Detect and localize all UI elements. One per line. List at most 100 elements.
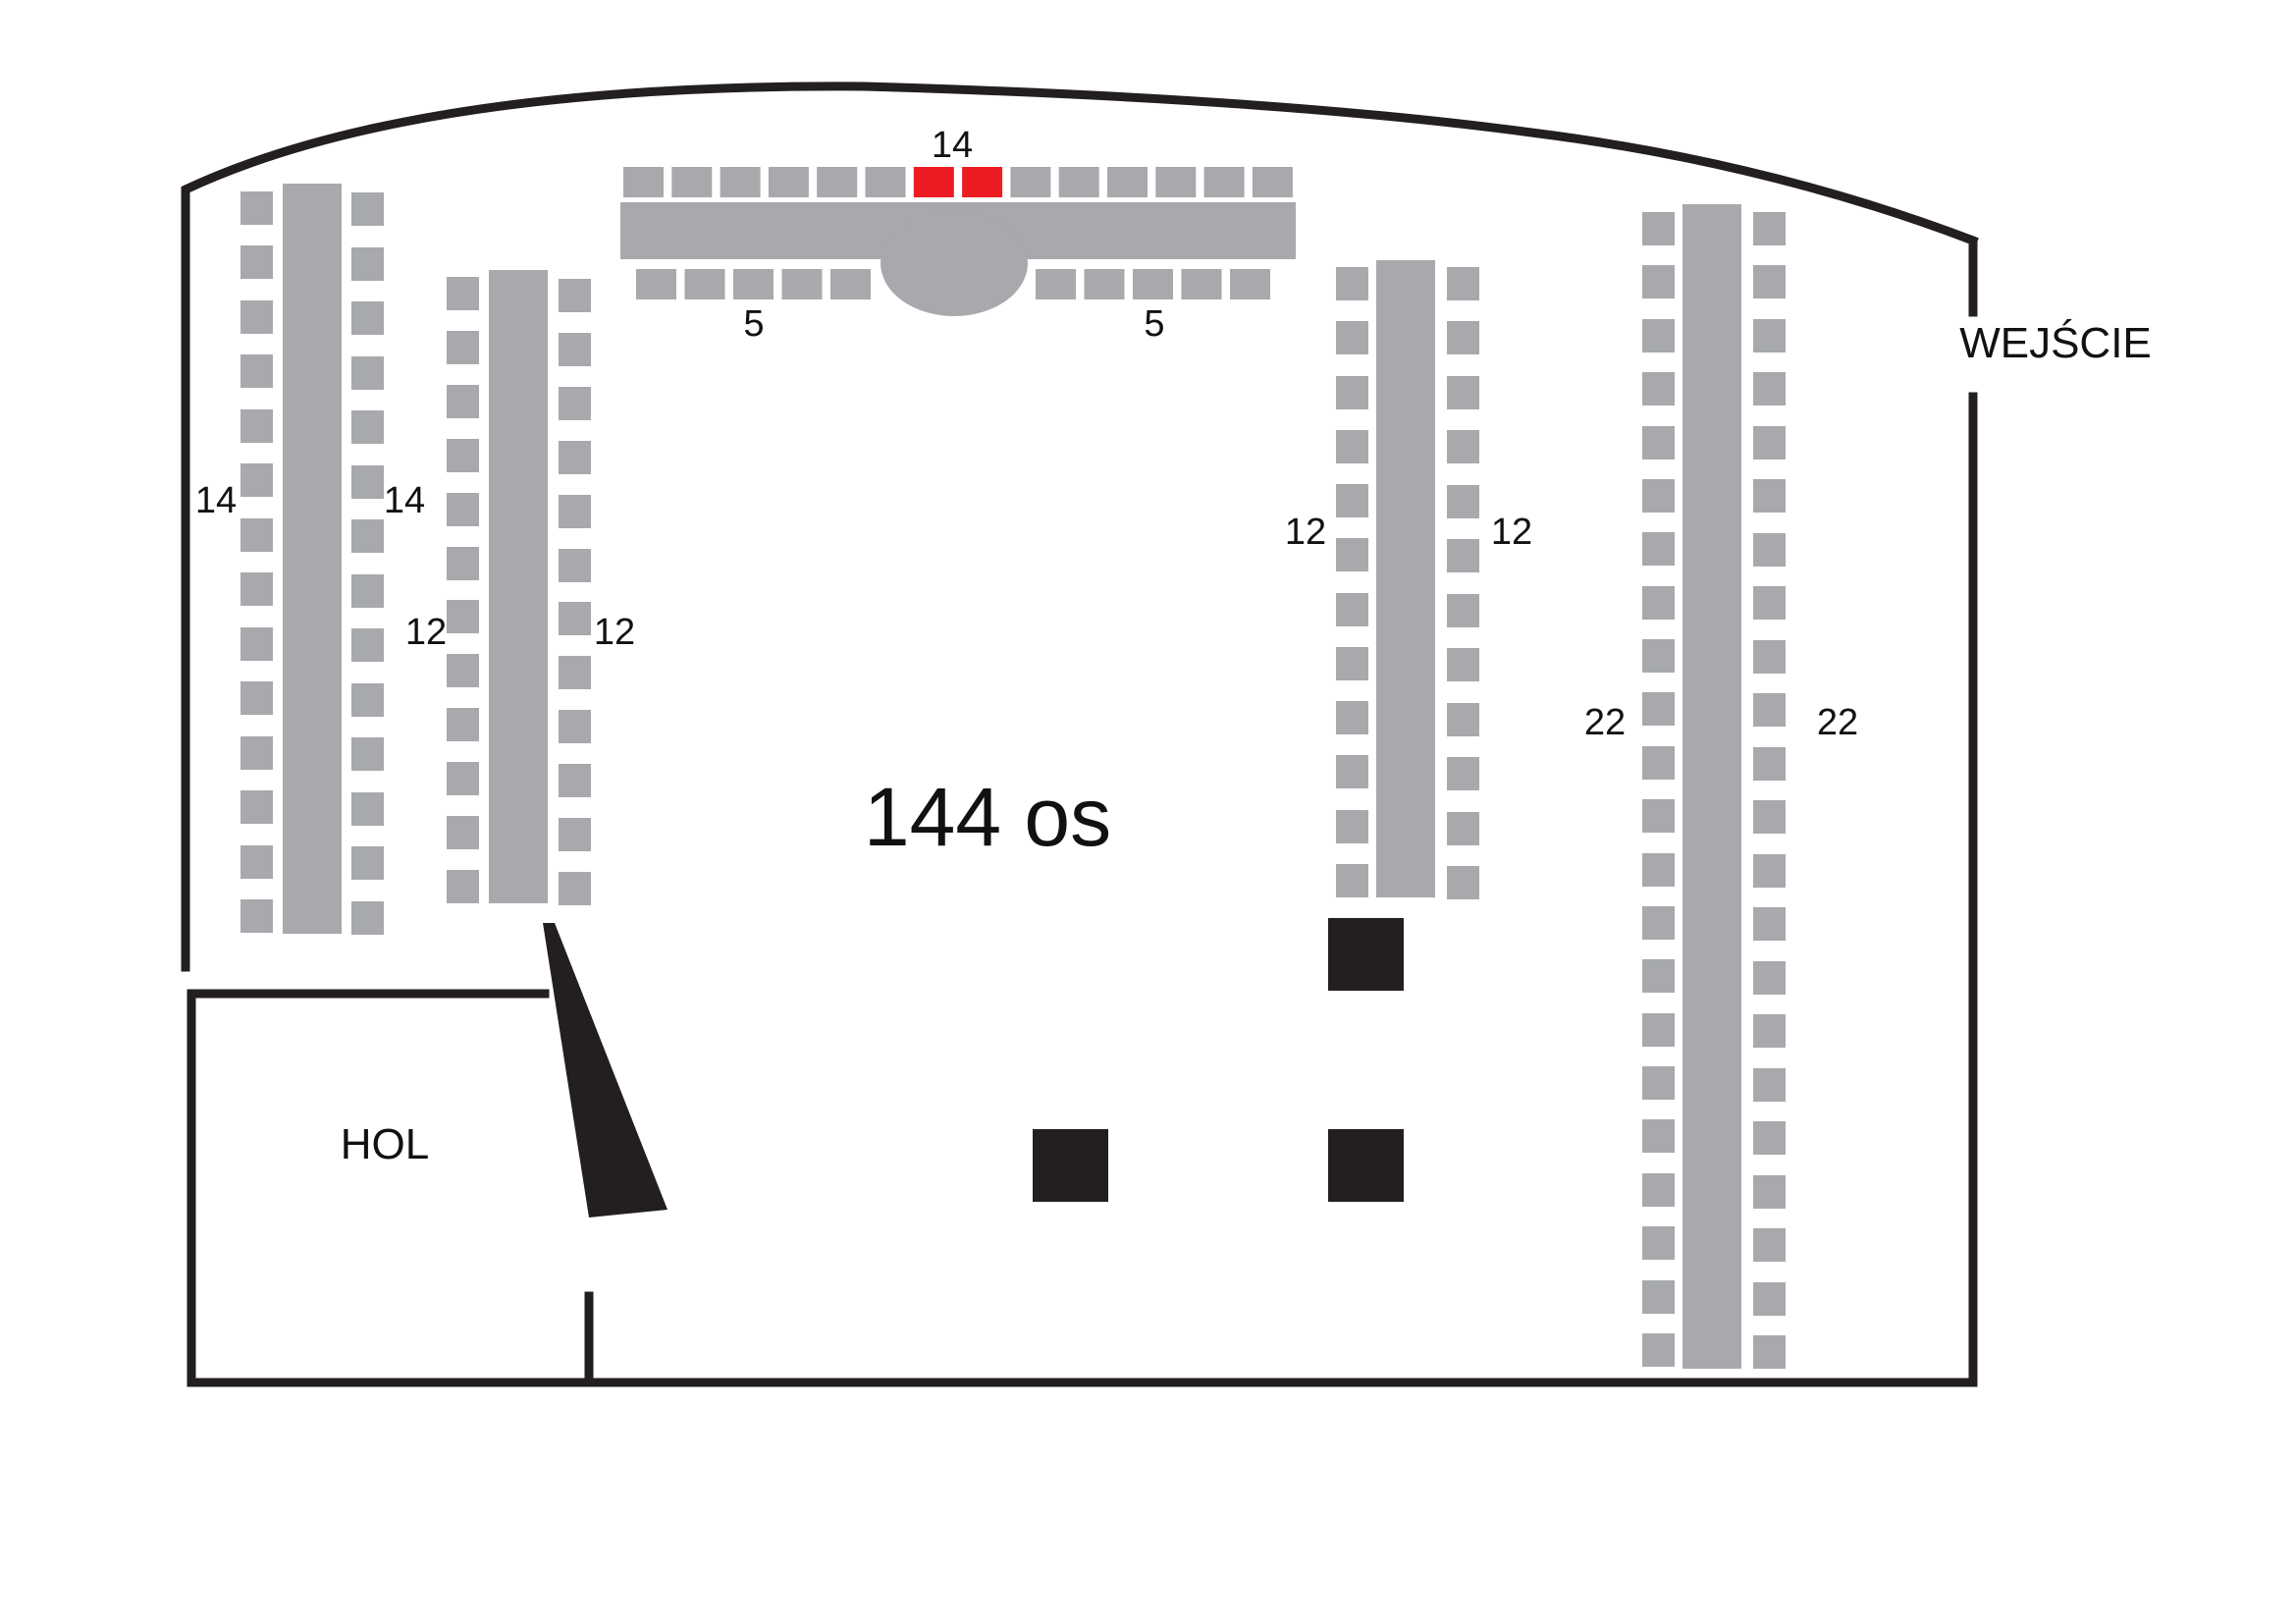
table-4-chair — [1642, 799, 1675, 833]
table-1-chair — [351, 846, 384, 880]
table-1-chair — [240, 627, 273, 661]
table-3-chair — [1336, 755, 1368, 788]
head-table-chair — [1107, 167, 1148, 197]
table-2-chair — [447, 654, 479, 687]
table-1-chair — [351, 683, 384, 717]
table-2-chair — [447, 870, 479, 903]
head-table — [620, 202, 1296, 316]
table-1-left-count: 14 — [194, 480, 238, 521]
table-4-right-count: 22 — [1816, 702, 1859, 743]
table-2-chair — [559, 872, 591, 905]
table-3-chair — [1336, 267, 1368, 300]
head-table-chair — [1084, 269, 1125, 299]
table-4-chair — [1642, 1066, 1675, 1100]
table-4-chair — [1753, 319, 1786, 352]
table-4-chair — [1642, 265, 1675, 298]
table-2-chair — [447, 816, 479, 849]
table-4-chair — [1753, 479, 1786, 513]
head-table-chair-highlighted — [913, 167, 954, 197]
table-4-chair — [1642, 319, 1675, 352]
table-4-left-count: 22 — [1583, 702, 1627, 743]
table-1-chair — [351, 301, 384, 335]
table-3-chair — [1447, 866, 1479, 899]
table-4 — [1682, 204, 1741, 1369]
table-1-chair — [351, 792, 384, 826]
table-4-chair — [1753, 1121, 1786, 1155]
table-1-chair — [240, 518, 273, 552]
table-3-chair — [1447, 594, 1479, 627]
head-table-chair — [623, 167, 664, 197]
table-2-chair — [559, 764, 591, 797]
table-3-chair — [1336, 538, 1368, 571]
head-table-chair — [1133, 269, 1173, 299]
table-4-chair — [1642, 479, 1675, 513]
head-table-chair — [1181, 269, 1222, 299]
table-1-chair — [240, 572, 273, 606]
head-table-chair — [1203, 167, 1245, 197]
table-4-chair — [1753, 907, 1786, 941]
table-4-chair — [1753, 1175, 1786, 1209]
table-1-chair — [240, 790, 273, 824]
table-2-chair — [447, 385, 479, 418]
outer-wall-curved — [181, 81, 1979, 972]
table-1-chair — [351, 247, 384, 281]
table-4-chair — [1753, 693, 1786, 727]
head-table-chair — [830, 269, 871, 299]
table-2-chair — [559, 441, 591, 474]
table-3-chair — [1447, 703, 1479, 736]
table-1-right-count: 14 — [383, 480, 426, 521]
walls — [181, 81, 1979, 1387]
table-3-chair — [1447, 648, 1479, 681]
table-3-chair — [1336, 593, 1368, 626]
table-3-left-count: 12 — [1284, 512, 1327, 553]
table-3-chair — [1447, 539, 1479, 572]
table-1-chair — [240, 736, 273, 770]
head-table-chair-highlighted — [962, 167, 1003, 197]
table-2-chair — [559, 333, 591, 366]
table-3 — [1376, 260, 1435, 897]
table-1-chair — [240, 845, 273, 879]
table-3-chair — [1447, 430, 1479, 463]
table-1-chair — [240, 300, 273, 334]
table-1-chair — [351, 628, 384, 662]
head-table-chair — [1058, 167, 1099, 197]
table-1-chair — [351, 737, 384, 771]
table-2-chair — [559, 710, 591, 743]
door-wedge — [543, 923, 667, 1218]
head-table-chair — [671, 167, 713, 197]
hall-label: HOL — [340, 1120, 430, 1168]
table-2-left-count: 12 — [404, 612, 448, 653]
table-3-chair — [1447, 757, 1479, 790]
table-2-chair — [447, 600, 479, 633]
total-guests-label: 144 os — [863, 771, 1112, 863]
table-2-chair — [447, 493, 479, 526]
table-4-chair — [1753, 372, 1786, 406]
head-table-chair — [720, 167, 761, 197]
table-3-chair — [1336, 321, 1368, 354]
head-table-chair — [733, 269, 774, 299]
table-2-chair — [559, 387, 591, 420]
table-1 — [283, 184, 342, 934]
table-2-chair — [447, 331, 479, 364]
table-4-chair — [1642, 372, 1675, 406]
head-table-chair — [684, 269, 725, 299]
table-1-chair — [351, 192, 384, 226]
entrance-label: WEJŚCIE — [1959, 319, 2152, 367]
pillar — [1328, 918, 1404, 991]
table-3-chair — [1447, 267, 1479, 300]
table-1-chair — [240, 463, 273, 497]
table-4-chair — [1642, 1119, 1675, 1153]
table-2 — [489, 270, 548, 903]
head-table-chair — [817, 167, 858, 197]
table-3-chair — [1336, 484, 1368, 517]
table-1-chair — [351, 574, 384, 608]
table-4-chair — [1642, 532, 1675, 566]
table-2-chair — [447, 439, 479, 472]
table-4-chair — [1642, 959, 1675, 993]
table-4-chair — [1642, 906, 1675, 940]
table-4-chair — [1642, 212, 1675, 245]
table-1-chair — [351, 410, 384, 444]
table-1-chair — [351, 901, 384, 935]
table-3-chair — [1447, 376, 1479, 409]
